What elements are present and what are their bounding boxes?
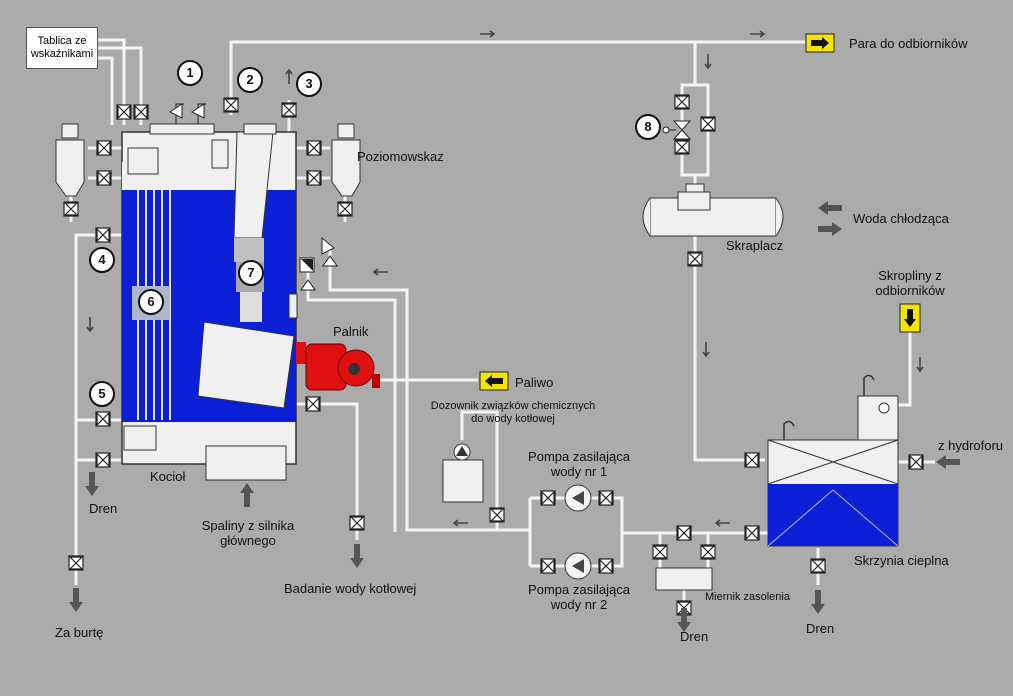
marker-5: 5 — [89, 381, 115, 407]
salinity-meter — [655, 567, 713, 591]
condenser-vessel — [642, 183, 784, 237]
condensate-label: Skropliny z odbiorników — [875, 268, 945, 298]
cooling-water-label: Woda chłodząca — [853, 211, 949, 226]
level-gauge-right — [331, 123, 361, 197]
marker-6: 6 — [138, 289, 164, 315]
drain-left-label: Dren — [89, 501, 118, 516]
valves — [63, 94, 924, 616]
hot-well-tank — [767, 374, 899, 547]
indicator-board-label: Tablica ze wskaźnikami — [26, 27, 98, 69]
exhaust-label: Spaliny z silnika głównego — [201, 518, 295, 548]
feed-pump-1 — [564, 484, 592, 512]
dosing-label: Dozownik związków chemicznych do wody ko… — [430, 400, 596, 425]
marker-3: 3 — [296, 71, 322, 97]
condenser-label: Skraplacz — [726, 238, 784, 253]
marker-2: 2 — [237, 67, 263, 93]
pump1-label: Pompa zasilająca wody nr 1 — [528, 449, 630, 479]
salinity-label: Miernik zasolenia — [705, 591, 790, 603]
dosing-tank — [442, 443, 484, 503]
condensate-arrow-box — [899, 303, 921, 333]
drain-right-label: Dren — [806, 621, 835, 636]
burner-unit — [296, 342, 380, 391]
level-gauge-left — [55, 123, 85, 197]
fuel-label: Paliwo — [515, 375, 554, 390]
feed-pump-2 — [564, 552, 592, 580]
marker-7: 7 — [238, 260, 264, 286]
overboard-label: Za burtę — [55, 625, 104, 640]
steam-out-arrow-box — [805, 33, 835, 53]
water-test-label: Badanie wody kotłowej — [284, 581, 417, 596]
marker-4: 4 — [89, 247, 115, 273]
hydrophore-label: z hydroforu — [938, 438, 1004, 453]
drain-mid-label: Dren — [680, 629, 709, 644]
marker-8: 8 — [635, 114, 661, 140]
steam-main-pipe — [229, 40, 805, 115]
fuel-arrow-box — [479, 371, 509, 391]
marker-1: 1 — [177, 60, 203, 86]
burner-label: Palnik — [333, 324, 369, 339]
boiler-label: Kocioł — [150, 469, 186, 484]
boiler-body — [121, 123, 298, 481]
hot-well-label: Skrzynia cieplna — [854, 553, 949, 568]
level-gauge-label: Poziomowskaz — [357, 149, 444, 164]
steam-out-label: Para do odbiorników — [849, 36, 968, 51]
pump2-label: Pompa zasilająca wody nr 2 — [528, 582, 630, 612]
